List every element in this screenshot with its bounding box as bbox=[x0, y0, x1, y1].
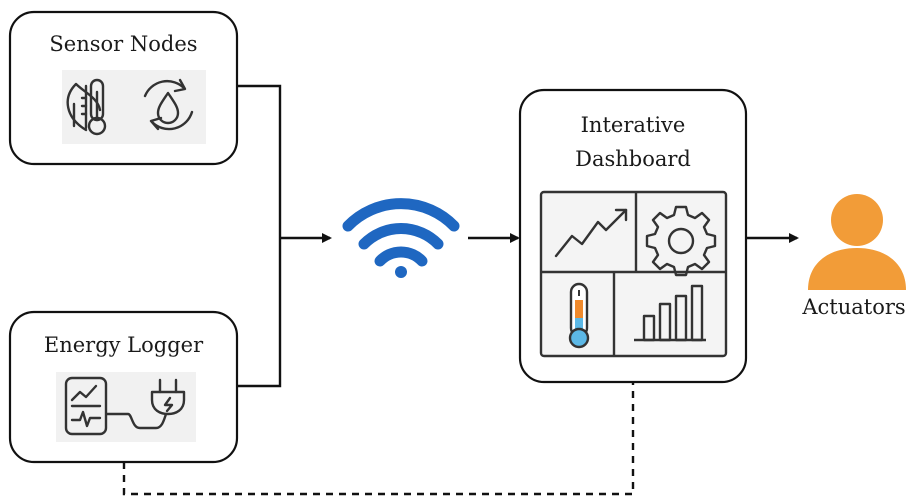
meter-icon bbox=[64, 376, 108, 436]
energy-logger-label: Energy Logger bbox=[43, 333, 204, 357]
cable-line bbox=[106, 412, 168, 430]
actuators-label: Actuators bbox=[802, 295, 906, 319]
bar-chart-icon bbox=[634, 284, 706, 342]
thermometer-icon bbox=[568, 282, 590, 349]
water-cycle-icon bbox=[143, 78, 194, 131]
gear-icon bbox=[645, 205, 717, 277]
connector-lines bbox=[237, 84, 282, 388]
sensor-nodes-label: Sensor Nodes bbox=[49, 32, 198, 56]
dashboard-title-line2: Dashboard bbox=[575, 147, 691, 171]
dashboard-title-line1: Interative bbox=[580, 113, 686, 137]
feedback-dashed-line bbox=[122, 382, 635, 496]
wifi-dot bbox=[395, 266, 407, 278]
person-icon bbox=[808, 194, 906, 290]
wifi-icon bbox=[342, 198, 460, 267]
trend-chart-icon bbox=[554, 208, 628, 258]
leaf-thermometer-icon bbox=[66, 78, 107, 136]
plug-icon bbox=[150, 378, 186, 416]
